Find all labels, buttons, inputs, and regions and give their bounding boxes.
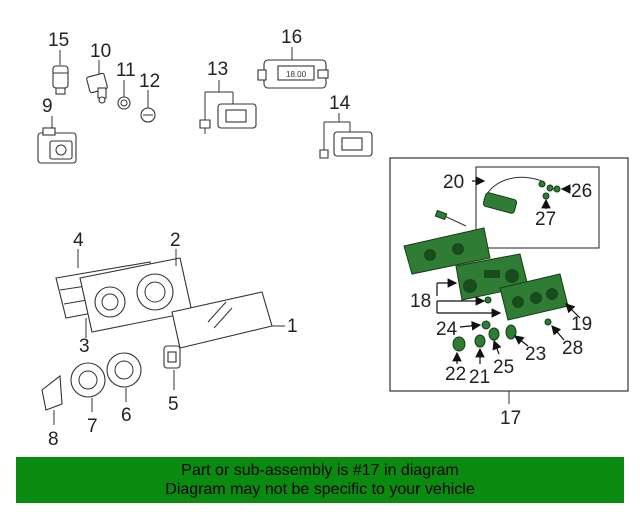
callout-14: 14 [329,93,351,114]
callout-19: 19 [571,314,592,335]
banner-line-2: Diagram may not be specific to your vehi… [165,481,475,498]
callout-6: 6 [121,405,132,426]
part-12-bulb [140,107,156,123]
part-1-lens [171,291,285,349]
callout-8: 8 [48,429,59,450]
callout-23: 23 [525,344,546,365]
callout-3: 3 [79,336,90,357]
callout-9: 9 [42,96,53,117]
part-16-clock-display: 18.00 [257,59,329,89]
part-22-knob [452,336,466,364]
callout-1: 1 [287,316,298,337]
callout-21: 21 [469,367,490,388]
part-13-switch [199,103,257,134]
subassembly-20-frame [475,166,600,249]
part-23-knob [505,324,529,347]
part-15-switch [52,65,69,95]
callout-13: 13 [207,59,228,80]
callout-17: 17 [500,408,521,429]
part-14-switch [319,131,373,159]
part-24-bulb [459,320,491,331]
parts-diagram: 15 10 11 12 9 13 16 14 4 2 1 3 5 6 7 8 2… [37,27,629,450]
part-10-socket [86,72,108,104]
callout-28: 28 [562,338,583,359]
callout-11: 11 [116,60,136,81]
callout-26: 26 [571,181,592,202]
part-7-gauge [70,362,106,412]
callout-24: 24 [436,319,458,340]
part-17-control-panel [403,209,491,275]
callout-4: 4 [73,230,84,251]
part-26-bulb [553,184,571,194]
part-2-cluster-face [79,249,193,333]
callout-25: 25 [493,357,514,378]
part-5-bulb-socket [163,345,181,390]
part-20-harness [472,176,554,214]
banner-line-1: Part or sub-assembly is #17 in diagram [181,462,459,479]
part-6-gauge [106,352,142,402]
callout-22: 22 [445,364,466,385]
callout-7: 7 [87,416,98,437]
callout-16: 16 [281,27,302,48]
callout-5: 5 [168,394,179,415]
display-readout: 18.00 [286,70,307,79]
callout-18: 18 [410,291,431,312]
callout-15: 15 [48,30,69,51]
callout-12: 12 [139,71,160,92]
part-8-gauge [41,374,63,425]
part-28-bulb [544,318,565,341]
part-9-housing [37,127,77,164]
info-banner: Part or sub-assembly is #17 in diagram D… [16,457,624,503]
part-11-bulb [117,96,131,110]
callout-10: 10 [90,41,111,62]
callout-2: 2 [170,230,181,251]
part-25-knob [488,327,502,355]
part-19-face-panel [499,273,581,321]
callout-27: 27 [535,209,556,230]
part-21-knob [474,334,486,364]
part-27-bulb [541,192,551,209]
callout-20: 20 [443,172,464,193]
